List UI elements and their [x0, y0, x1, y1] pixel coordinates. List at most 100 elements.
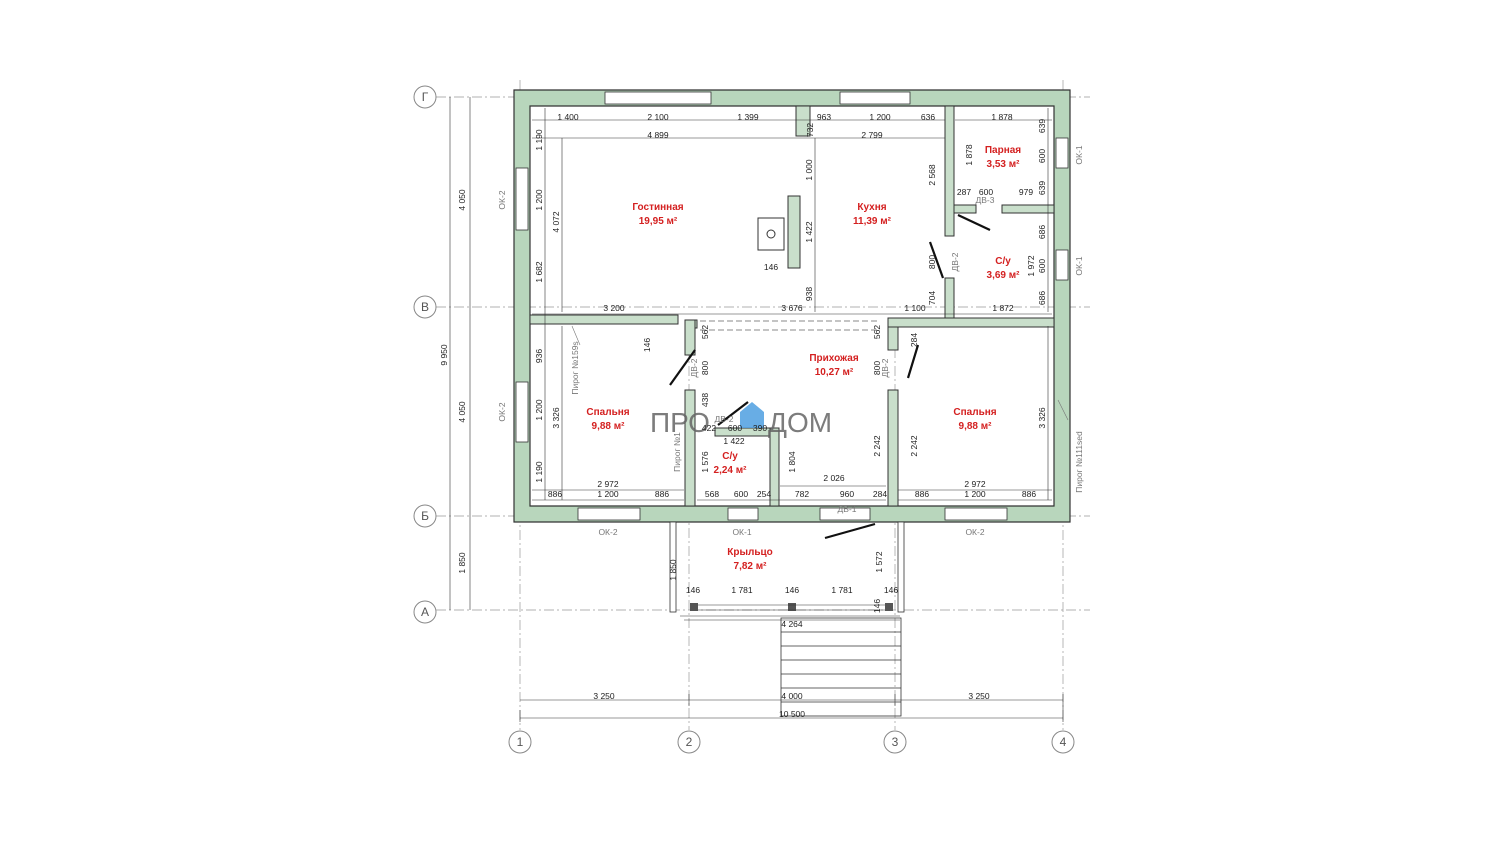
svg-text:3 326: 3 326 — [551, 407, 561, 429]
house-icon — [740, 402, 764, 428]
axis-letter-b: Б — [421, 509, 429, 523]
svg-text:2 799: 2 799 — [861, 130, 883, 140]
room-area: 7,82 м² — [734, 561, 768, 572]
svg-text:4 264: 4 264 — [781, 619, 803, 629]
exterior-walls — [513, 89, 1071, 523]
svg-text:639: 639 — [1037, 181, 1047, 195]
room-area: 9,88 м² — [959, 421, 993, 432]
svg-text:1 972: 1 972 — [1026, 255, 1036, 277]
window-label: ОК-1 — [732, 527, 751, 537]
door-label: ДВ-1 — [838, 504, 857, 514]
room-name: Парная — [985, 145, 1021, 156]
door-label: ДВ-2 — [950, 252, 960, 271]
svg-text:2 242: 2 242 — [872, 435, 882, 457]
svg-text:1 781: 1 781 — [731, 585, 753, 595]
svg-text:936: 936 — [534, 349, 544, 363]
window-label: ОК-2 — [598, 527, 617, 537]
axis-bubbles: Г В Б А 1 2 3 4 — [413, 85, 1075, 754]
svg-text:1 200: 1 200 — [869, 112, 891, 122]
svg-text:4 050: 4 050 — [457, 401, 467, 423]
axis-letter-v: В — [421, 300, 429, 314]
svg-text:1 872: 1 872 — [992, 303, 1014, 313]
svg-text:886: 886 — [1022, 489, 1036, 499]
svg-text:886: 886 — [655, 489, 669, 499]
watermark-left: ПРО — [650, 407, 710, 438]
room-area: 11,39 м² — [853, 216, 892, 227]
svg-text:4 072: 4 072 — [551, 211, 561, 233]
svg-text:146: 146 — [642, 338, 652, 352]
svg-text:600: 600 — [979, 187, 993, 197]
axis-letter-a: А — [421, 605, 429, 619]
room-area: 2,24 м² — [714, 465, 748, 476]
watermark-right: ДОМ — [768, 407, 832, 438]
svg-text:1 781: 1 781 — [831, 585, 853, 595]
svg-text:4 050: 4 050 — [457, 189, 467, 211]
svg-text:422: 422 — [702, 423, 716, 433]
svg-text:1 100: 1 100 — [904, 303, 926, 313]
svg-text:1 422: 1 422 — [723, 436, 745, 446]
svg-text:2 972: 2 972 — [964, 479, 986, 489]
svg-text:1 804: 1 804 — [787, 451, 797, 473]
dimension-lines — [449, 97, 1064, 722]
svg-text:639: 639 — [1037, 119, 1047, 133]
axis-letter-g: Г — [422, 90, 429, 104]
svg-text:1 422: 1 422 — [804, 221, 814, 243]
svg-text:960: 960 — [840, 489, 854, 499]
windows — [515, 91, 1069, 521]
axis-number-2: 2 — [686, 735, 693, 749]
svg-text:938: 938 — [804, 287, 814, 301]
svg-text:800: 800 — [927, 255, 937, 269]
room-name: С/у — [722, 451, 738, 462]
window-label: ОК-2 — [497, 190, 507, 209]
steps — [780, 617, 902, 717]
svg-text:782: 782 — [795, 489, 809, 499]
interior-walls — [529, 105, 1055, 507]
svg-text:979: 979 — [1019, 187, 1033, 197]
svg-text:284: 284 — [873, 489, 887, 499]
svg-text:1 000: 1 000 — [804, 159, 814, 181]
svg-text:4 000: 4 000 — [781, 691, 803, 701]
wall-notes: Пирог №159s Пирог №1 Пирог №111sed — [570, 325, 1084, 493]
watermark: ПРО ДОМ — [650, 402, 832, 438]
svg-text:254: 254 — [757, 489, 771, 499]
svg-text:1 576: 1 576 — [700, 451, 710, 473]
room-name: Гостинная — [632, 202, 683, 213]
svg-text:1 190: 1 190 — [534, 461, 544, 483]
window-label: ОК-2 — [965, 527, 984, 537]
room-area: 19,95 м² — [639, 216, 678, 227]
svg-text:1 878: 1 878 — [991, 112, 1013, 122]
window-label: ОК-1 — [1074, 145, 1084, 164]
porch — [669, 521, 905, 617]
svg-text:287: 287 — [957, 187, 971, 197]
svg-text:1 878: 1 878 — [964, 144, 974, 166]
svg-text:600: 600 — [1037, 149, 1047, 163]
svg-text:1 682: 1 682 — [534, 261, 544, 283]
window-label: ОК-2 — [497, 402, 507, 421]
svg-text:146: 146 — [884, 585, 898, 595]
svg-text:886: 886 — [548, 489, 562, 499]
wall-note: Пирог №1 — [672, 432, 682, 472]
svg-text:1 190: 1 190 — [534, 129, 544, 151]
svg-text:9 950: 9 950 — [439, 344, 449, 366]
room-name: Кухня — [857, 202, 886, 213]
svg-text:1 200: 1 200 — [964, 489, 986, 499]
room-name: Спальня — [953, 407, 996, 418]
svg-text:1 400: 1 400 — [557, 112, 579, 122]
door-label: ДВ-3 — [976, 195, 995, 205]
svg-text:146: 146 — [764, 262, 778, 272]
svg-text:963: 963 — [817, 112, 831, 122]
door-label: ДВ-2 — [880, 358, 890, 377]
svg-text:2 026: 2 026 — [823, 473, 845, 483]
svg-text:1 200: 1 200 — [597, 489, 619, 499]
svg-text:10 500: 10 500 — [779, 709, 805, 719]
svg-text:1 572: 1 572 — [874, 551, 884, 573]
svg-text:636: 636 — [921, 112, 935, 122]
svg-text:146: 146 — [686, 585, 700, 595]
doors — [669, 214, 991, 540]
axis-number-4: 4 — [1060, 735, 1067, 749]
svg-text:600: 600 — [734, 489, 748, 499]
svg-text:3 676: 3 676 — [781, 303, 803, 313]
door-label: ДВ-2 — [715, 414, 734, 424]
svg-text:600: 600 — [728, 423, 742, 433]
svg-text:2 972: 2 972 — [597, 479, 619, 489]
